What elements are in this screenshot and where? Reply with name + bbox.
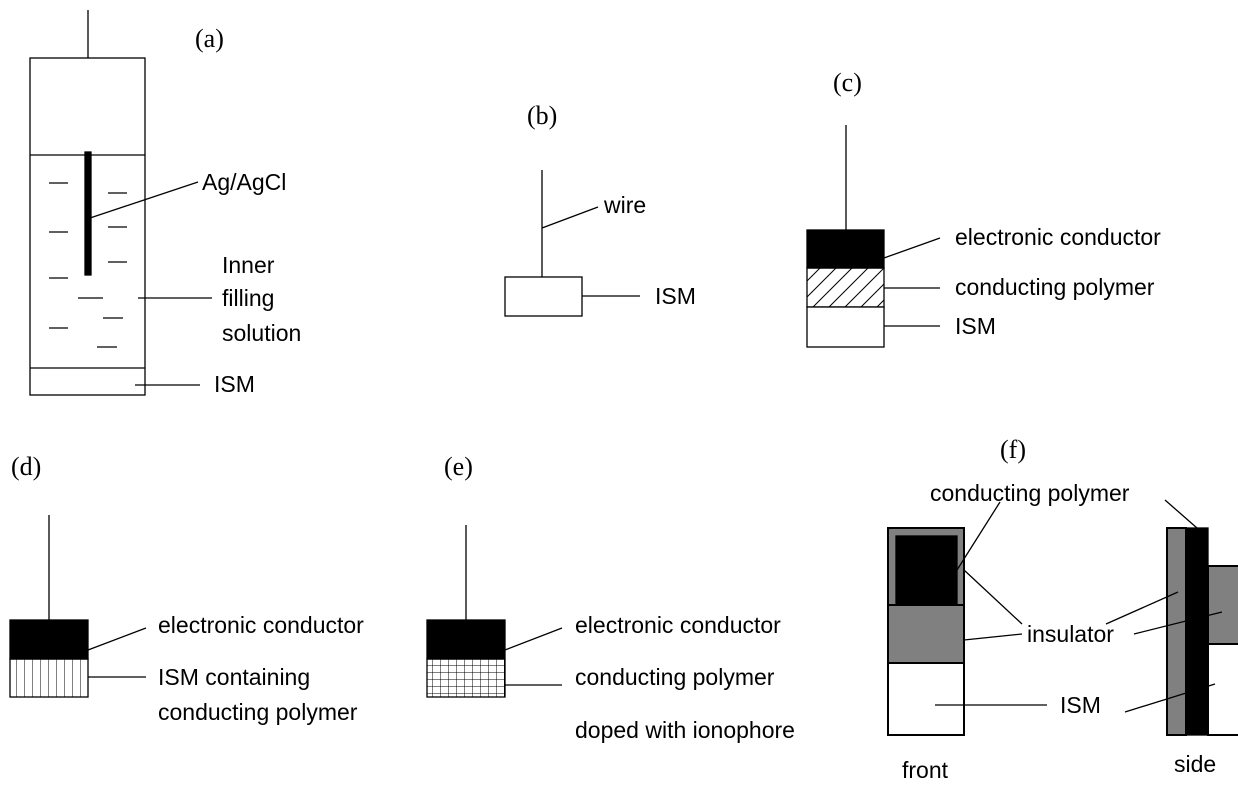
panel-a: (a) Ag/AgCl Inner filling solution ISM bbox=[29, 10, 301, 397]
panel-e: (e) electronic conductor conducting poly… bbox=[426, 452, 795, 743]
panel-f-side-insulator-strip bbox=[1166, 527, 1187, 736]
panel-d-ism-label-2: conducting polymer bbox=[158, 699, 358, 725]
panel-a-solution-label-3: solution bbox=[222, 320, 301, 346]
panel-f-side-caption: side bbox=[1174, 751, 1216, 777]
panel-f-insulator-label: insulator bbox=[1027, 621, 1114, 647]
panel-b-tag: (b) bbox=[527, 101, 557, 130]
panel-f-side-view bbox=[1166, 527, 1238, 736]
panel-f-ism-label: ISM bbox=[1060, 692, 1101, 718]
panel-f-polymer-leader-side bbox=[1164, 499, 1198, 529]
panel-a-solution-dashes bbox=[49, 182, 127, 348]
panel-f-ism-leader-side bbox=[1124, 683, 1216, 713]
panel-a-ag-agcl-element bbox=[84, 151, 92, 276]
panel-c-conductor-leader bbox=[883, 237, 941, 259]
panel-b-wire-leader bbox=[541, 206, 599, 229]
panel-f-polymer-label: conducting polymer bbox=[930, 480, 1130, 506]
panel-e-electronic-conductor bbox=[426, 619, 506, 660]
panel-f-front-caption: front bbox=[902, 757, 949, 783]
panel-c-ism-label: ISM bbox=[955, 313, 996, 339]
panel-b-ism-block bbox=[504, 276, 583, 317]
panel-f-side-ism bbox=[1207, 643, 1238, 736]
panel-a-agagcl-label: Ag/AgCl bbox=[202, 169, 286, 195]
panel-d-ism-with-polymer bbox=[9, 658, 89, 698]
panel-f: (f) conducting polymer insulator ISM fro… bbox=[887, 435, 1238, 783]
panel-d-electronic-conductor bbox=[9, 619, 89, 660]
panel-e-polymer-label-2: doped with ionophore bbox=[575, 717, 795, 743]
panel-a-agagcl-leader bbox=[89, 181, 199, 219]
panel-e-conductor-label: electronic conductor bbox=[575, 612, 781, 638]
panel-f-tag: (f) bbox=[1000, 435, 1026, 464]
panel-f-insulator-leader-strip bbox=[1105, 591, 1179, 625]
panel-d: (d) electronic conductor ISM containing … bbox=[9, 452, 364, 725]
panel-d-conductor-label: electronic conductor bbox=[158, 612, 364, 638]
panel-a-solution-label-2: filling bbox=[222, 285, 274, 311]
panel-c-tag: (c) bbox=[833, 68, 862, 97]
panel-a-ism-label: ISM bbox=[214, 371, 255, 397]
panel-e-doped-polymer bbox=[426, 658, 506, 698]
panel-b-wire-label: wire bbox=[603, 192, 646, 218]
panel-f-front-conductor bbox=[895, 535, 958, 606]
panel-c: (c) electronic conductor conducting poly… bbox=[806, 68, 1161, 348]
panel-a-solution-label-1: Inner bbox=[222, 252, 275, 278]
panel-a-tag: (a) bbox=[195, 24, 224, 53]
panel-f-front-insulator bbox=[887, 604, 965, 664]
panel-e-tag: (e) bbox=[444, 452, 473, 481]
panel-f-side-conductor bbox=[1185, 527, 1209, 736]
panel-f-front-ism bbox=[887, 662, 965, 736]
panel-b-ism-label: ISM bbox=[655, 283, 696, 309]
panel-e-polymer-label-1: conducting polymer bbox=[575, 664, 775, 690]
panel-f-front-view bbox=[887, 527, 965, 736]
panel-f-insulator-leader-frame bbox=[963, 569, 1023, 625]
panel-b: (b) wire ISM bbox=[504, 101, 696, 317]
panel-f-side-insulator-block bbox=[1207, 565, 1238, 645]
panel-c-conductor-label: electronic conductor bbox=[955, 224, 1161, 250]
panel-d-ism-label-1: ISM containing bbox=[158, 664, 310, 690]
panel-d-conductor-leader bbox=[87, 627, 147, 651]
panel-c-electronic-conductor bbox=[806, 229, 885, 269]
panel-c-polymer-label: conducting polymer bbox=[955, 274, 1155, 300]
panel-d-tag: (d) bbox=[11, 452, 41, 481]
panel-f-insulator-leader-front bbox=[963, 633, 1023, 641]
panel-c-ism-block bbox=[806, 306, 885, 348]
panel-f-insulator-leader-block bbox=[1133, 611, 1223, 635]
panel-f-polymer-leader-front bbox=[956, 501, 1001, 571]
panel-c-conducting-polymer bbox=[806, 267, 885, 308]
panel-e-conductor-leader bbox=[504, 627, 563, 651]
